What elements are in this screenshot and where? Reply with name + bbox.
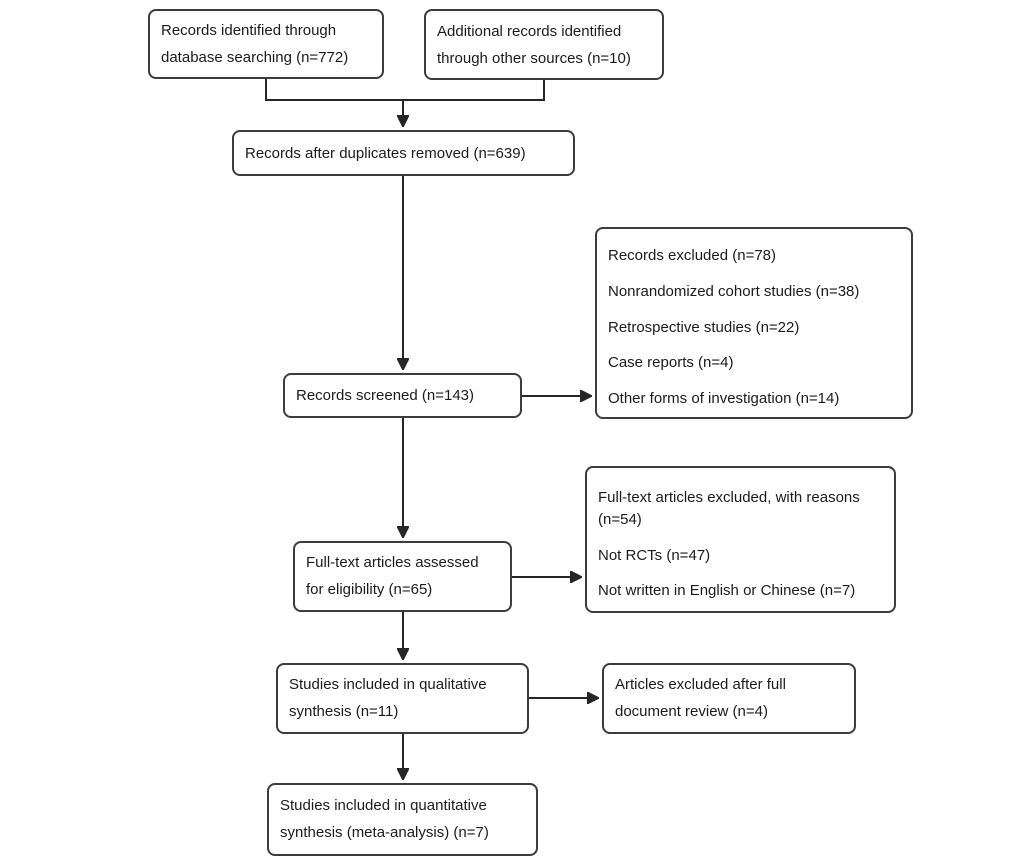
excluded-reason: Nonrandomized cohort studies (n=38) [608,282,860,300]
box-additional-records: Additional records identified through ot… [424,9,664,80]
excluded-reason: Not written in English or Chinese (n=7) [598,582,856,600]
box-records-excluded: Records excluded (n=78) Nonrandomized co… [595,227,913,419]
excluded-reason: Retrospective studies (n=22) [608,318,800,336]
box-qualitative-synthesis: Studies included in qualitative synthesi… [276,663,529,734]
box-records-screened: Records screened (n=143) [283,373,522,418]
box-records-identified: Records identified through database sear… [148,9,384,79]
excluded-reason: Case reports (n=4) [608,354,734,372]
excluded-reason: Not RCTs (n=47) [598,546,711,564]
box-fulltext-assessed: Full-text articles assessed for eligibil… [293,541,512,612]
excluded-reason: Records excluded (n=78) [608,247,777,264]
box-duplicates-removed: Records after duplicates removed (n=639) [232,130,575,176]
box-articles-excluded-review: Articles excluded after full document re… [602,663,856,734]
box-fulltext-excluded: Full-text articles excluded, with reason… [585,466,896,613]
excluded-reason: Other forms of investigation (n=14) [608,390,840,407]
box-quantitative-synthesis: Studies included in quantitative synthes… [267,783,538,856]
excluded-reason: Full-text articles excluded, with reason… [598,489,860,528]
